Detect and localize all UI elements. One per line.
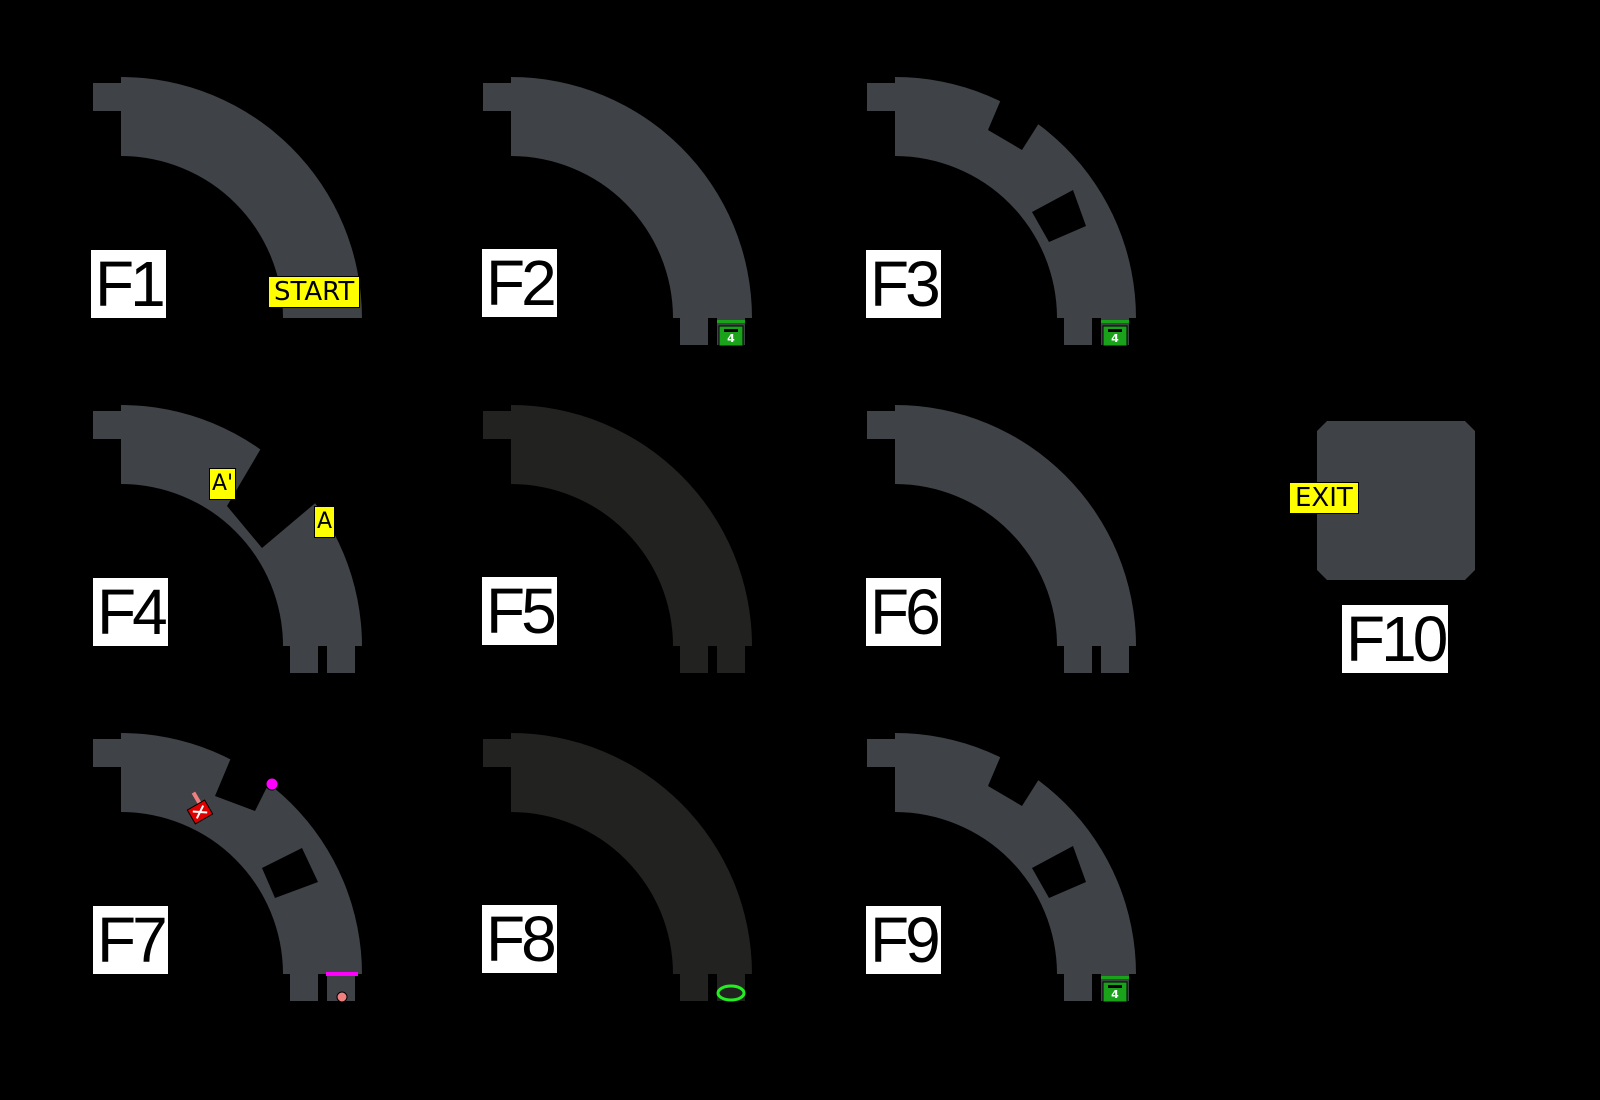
floor-f7-map [93,733,362,1001]
floor-label-f5: F5 [482,577,557,645]
floor-label-f6: F6 [866,578,941,646]
warp-ring-icon[interactable] [716,984,746,1002]
stairs-number: 4 [1111,332,1119,345]
enemy-turret-icon[interactable] [181,790,214,825]
floor-label-f2: F2 [482,249,557,317]
floor-label-f9: F9 [866,906,941,974]
floor-f4-map [93,405,362,673]
floor-f1-map [93,77,362,318]
floor-label-f1: F1 [91,250,166,318]
warp-a-marker[interactable]: A [314,506,336,538]
warp-a-prime-marker[interactable]: A' [209,468,237,500]
stairs-icon[interactable] [1101,976,1129,1003]
stairs-icon[interactable] [1101,320,1129,347]
stairs-icon[interactable] [717,320,745,347]
pink-orb-icon[interactable] [336,991,348,1003]
floor-label-f10: F10 [1342,605,1448,673]
exit-marker[interactable]: EXIT [1289,482,1359,514]
floor-label-f7: F7 [93,906,168,974]
stairs-number: 4 [727,332,735,345]
floor-label-f3: F3 [866,250,941,318]
floor-label-f4: F4 [93,578,168,646]
start-marker[interactable]: START [268,276,361,308]
magenta-barrier [326,972,358,976]
floor-label-f8: F8 [482,905,557,973]
floor-f10-room [1317,421,1475,580]
magenta-orb-icon[interactable] [265,777,279,791]
stairs-number: 4 [1111,988,1119,1001]
